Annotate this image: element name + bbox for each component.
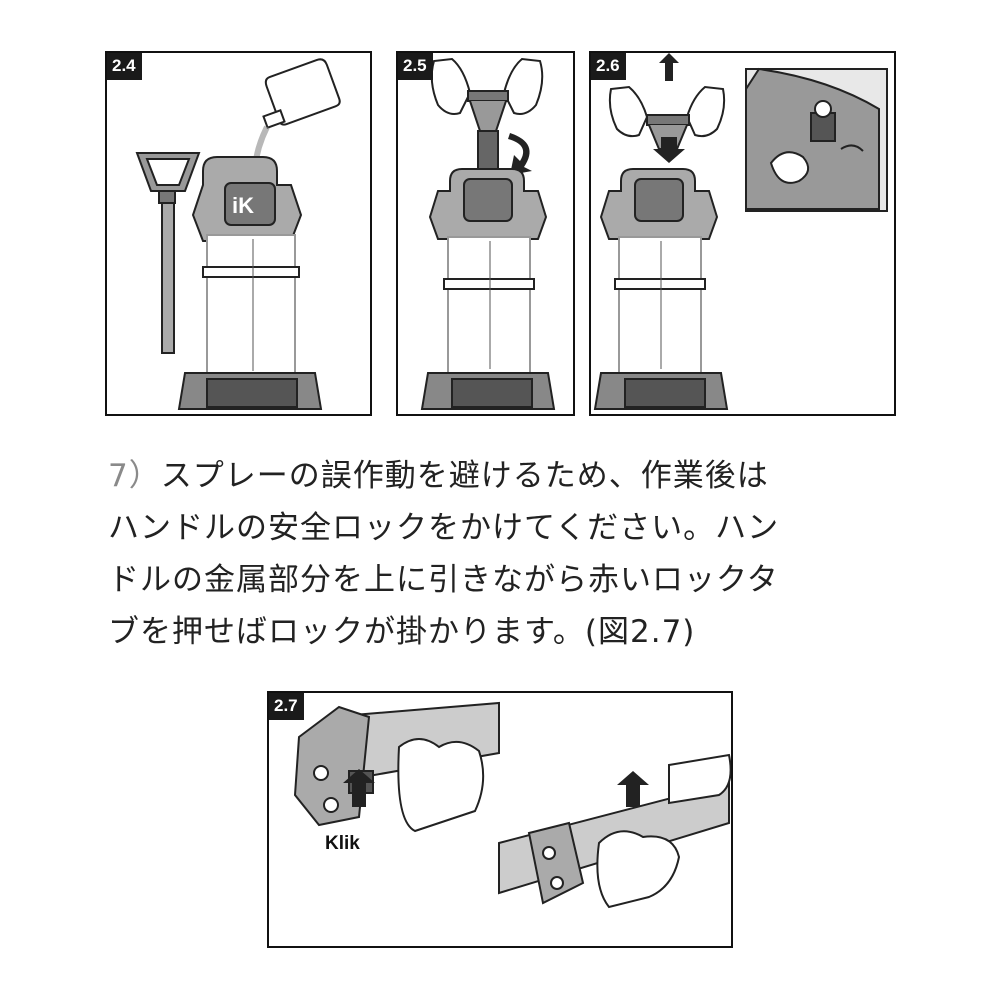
figure-label: 2.7 — [269, 693, 304, 720]
instruction-text: 7）スプレーの誤作動を避けるため、作業後は ハンドルの安全ロックをかけてください… — [108, 450, 908, 658]
handle-right-closeup — [498, 753, 731, 909]
handle-insert-illustration — [420, 57, 556, 410]
step-number: 7） — [108, 458, 161, 494]
up-arrow-icon — [617, 771, 649, 807]
figure-label: 2.5 — [398, 53, 433, 80]
figure-2-7: 2.7 Klik — [267, 691, 733, 948]
instruction-line: ハンドルの安全ロックをかけてください。ハン — [108, 510, 780, 546]
safety-lock-illustration: Klik — [293, 701, 731, 909]
logo-text: iK — [232, 193, 254, 218]
up-arrow-icon — [343, 769, 375, 807]
sprayer-body: iK — [177, 156, 323, 410]
klik-annotation: Klik — [325, 833, 360, 854]
pump-handle — [467, 90, 509, 172]
valve-closeup-inset — [745, 67, 888, 212]
hands — [608, 85, 726, 138]
instruction-line: ブを押せばロックが掛かります。(図2.7) — [108, 614, 696, 650]
instruction-line: ドルの金属部分を上に引きながら赤いロックタ — [108, 562, 779, 598]
figure-2-4: 2.4 iK — [105, 51, 372, 416]
figure-2-6: 2.6 — [589, 51, 896, 416]
figure-label: 2.6 — [591, 53, 626, 80]
pump-handle — [135, 152, 201, 354]
sprayer-fill-illustration: iK — [135, 58, 341, 410]
up-arrow-icon — [659, 53, 679, 81]
sprayer-body — [420, 168, 556, 410]
sprayer-body — [593, 168, 729, 410]
down-arrow-icon — [653, 137, 685, 163]
handle-left-closeup — [293, 701, 500, 833]
instruction-line: 7）スプレーの誤作動を避けるため、作業後は — [108, 458, 769, 494]
hands — [430, 57, 544, 115]
pump-pressurize-illustration — [593, 53, 888, 410]
rotate-arrow-icon — [508, 133, 532, 175]
pouring-bottle — [262, 58, 341, 129]
figure-2-5: 2.5 — [396, 51, 575, 416]
figure-label: 2.4 — [107, 53, 142, 80]
